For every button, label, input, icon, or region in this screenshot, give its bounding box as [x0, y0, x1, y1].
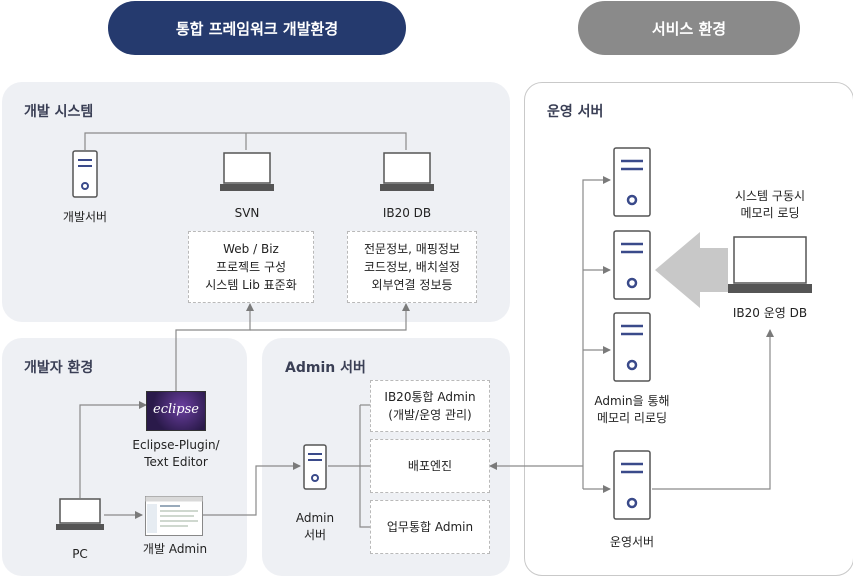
reload-label: Admin을 통해 메모리 리로딩: [582, 393, 682, 427]
boot-label-line-1: 시스템 구동시: [734, 189, 806, 203]
svn-box-line-2: 프로젝트 구성: [215, 260, 287, 274]
eclipse-logo: eclipse: [146, 391, 206, 431]
eclipse-label: Eclipse-Plugin/ Text Editor: [118, 437, 234, 471]
reload-label-line-2: 메모리 리로딩: [596, 411, 668, 425]
ib20db-label: IB20 DB: [382, 206, 432, 220]
deploy-engine-box: 배포엔진: [370, 439, 490, 493]
ops-db-label: IB20 운영 DB: [732, 306, 808, 320]
admin-server-icon: [303, 444, 327, 490]
ib20-admin-line-2: (개발/운영 관리): [388, 408, 472, 422]
reload-label-line-1: Admin을 통해: [594, 394, 670, 408]
header-left-title: 통합 프레임워크 개발환경: [175, 19, 339, 38]
boot-label-line-2: 메모리 로딩: [740, 206, 800, 220]
ib20-admin-line-1: IB20통합 Admin: [384, 390, 476, 404]
dev-server-icon: [72, 150, 98, 198]
svn-laptop-icon: [220, 152, 274, 191]
dev-system-title: 개발 시스템: [24, 104, 94, 120]
dev-env-panel: [2, 338, 247, 576]
admin-server-label-line-2: 서버: [303, 528, 327, 542]
ib20-admin-box: IB20통합 Admin (개발/운영 관리): [370, 380, 490, 432]
pc-laptop-icon: [56, 498, 104, 530]
dev-server-label: 개발서버: [62, 210, 108, 224]
ops-server-label: 운영서버: [609, 535, 655, 549]
service-panel: [524, 82, 853, 576]
pc-label: PC: [72, 547, 88, 561]
dev-admin-label: 개발 Admin: [142, 542, 208, 556]
service-title: 운영 서버: [547, 104, 604, 120]
svn-info-box: Web / Biz 프로젝트 구성 시스템 Lib 표준화: [188, 231, 314, 303]
admin-server-title: Admin 서버: [285, 360, 366, 376]
header-right-pill: 서비스 환경: [578, 1, 800, 55]
ops-server-icon-2: [613, 230, 651, 300]
db-box-line-3: 외부연결 정보등: [371, 278, 453, 292]
admin-screenshot-icon: [145, 496, 203, 536]
load-arrow: [655, 232, 728, 308]
db-info-box: 전문정보, 매핑정보 코드정보, 배치설정 외부연결 정보등: [347, 231, 477, 303]
biz-admin-box: 업무통합 Admin: [370, 500, 490, 554]
db-box-line-2: 코드정보, 배치설정: [364, 260, 460, 274]
svn-label: SVN: [234, 206, 260, 220]
svn-box-line-1: Web / Biz: [223, 242, 279, 256]
admin-server-label: Admin 서버: [285, 510, 345, 544]
ops-server-icon-4: [613, 450, 651, 520]
ops-server-icon-3: [613, 312, 651, 382]
eclipse-label-line-1: Eclipse-Plugin/: [132, 438, 220, 452]
ib20db-laptop-icon: [380, 152, 434, 191]
eclipse-logo-text: eclipse: [153, 402, 199, 417]
header-right-title: 서비스 환경: [651, 19, 727, 38]
deploy-engine-label: 배포엔진: [407, 459, 453, 473]
ops-server-icon-1: [613, 147, 651, 217]
header-left-pill: 통합 프레임워크 개발환경: [108, 1, 406, 55]
admin-server-label-line-1: Admin: [295, 511, 335, 525]
db-box-line-1: 전문정보, 매핑정보: [364, 242, 460, 256]
boot-label: 시스템 구동시 메모리 로딩: [716, 188, 824, 222]
dev-env-title: 개발자 환경: [24, 360, 94, 376]
ops-db-laptop-icon: [728, 236, 812, 293]
svn-box-line-3: 시스템 Lib 표준화: [205, 278, 297, 292]
biz-admin-label: 업무통합 Admin: [386, 520, 474, 534]
eclipse-label-line-2: Text Editor: [144, 455, 208, 469]
